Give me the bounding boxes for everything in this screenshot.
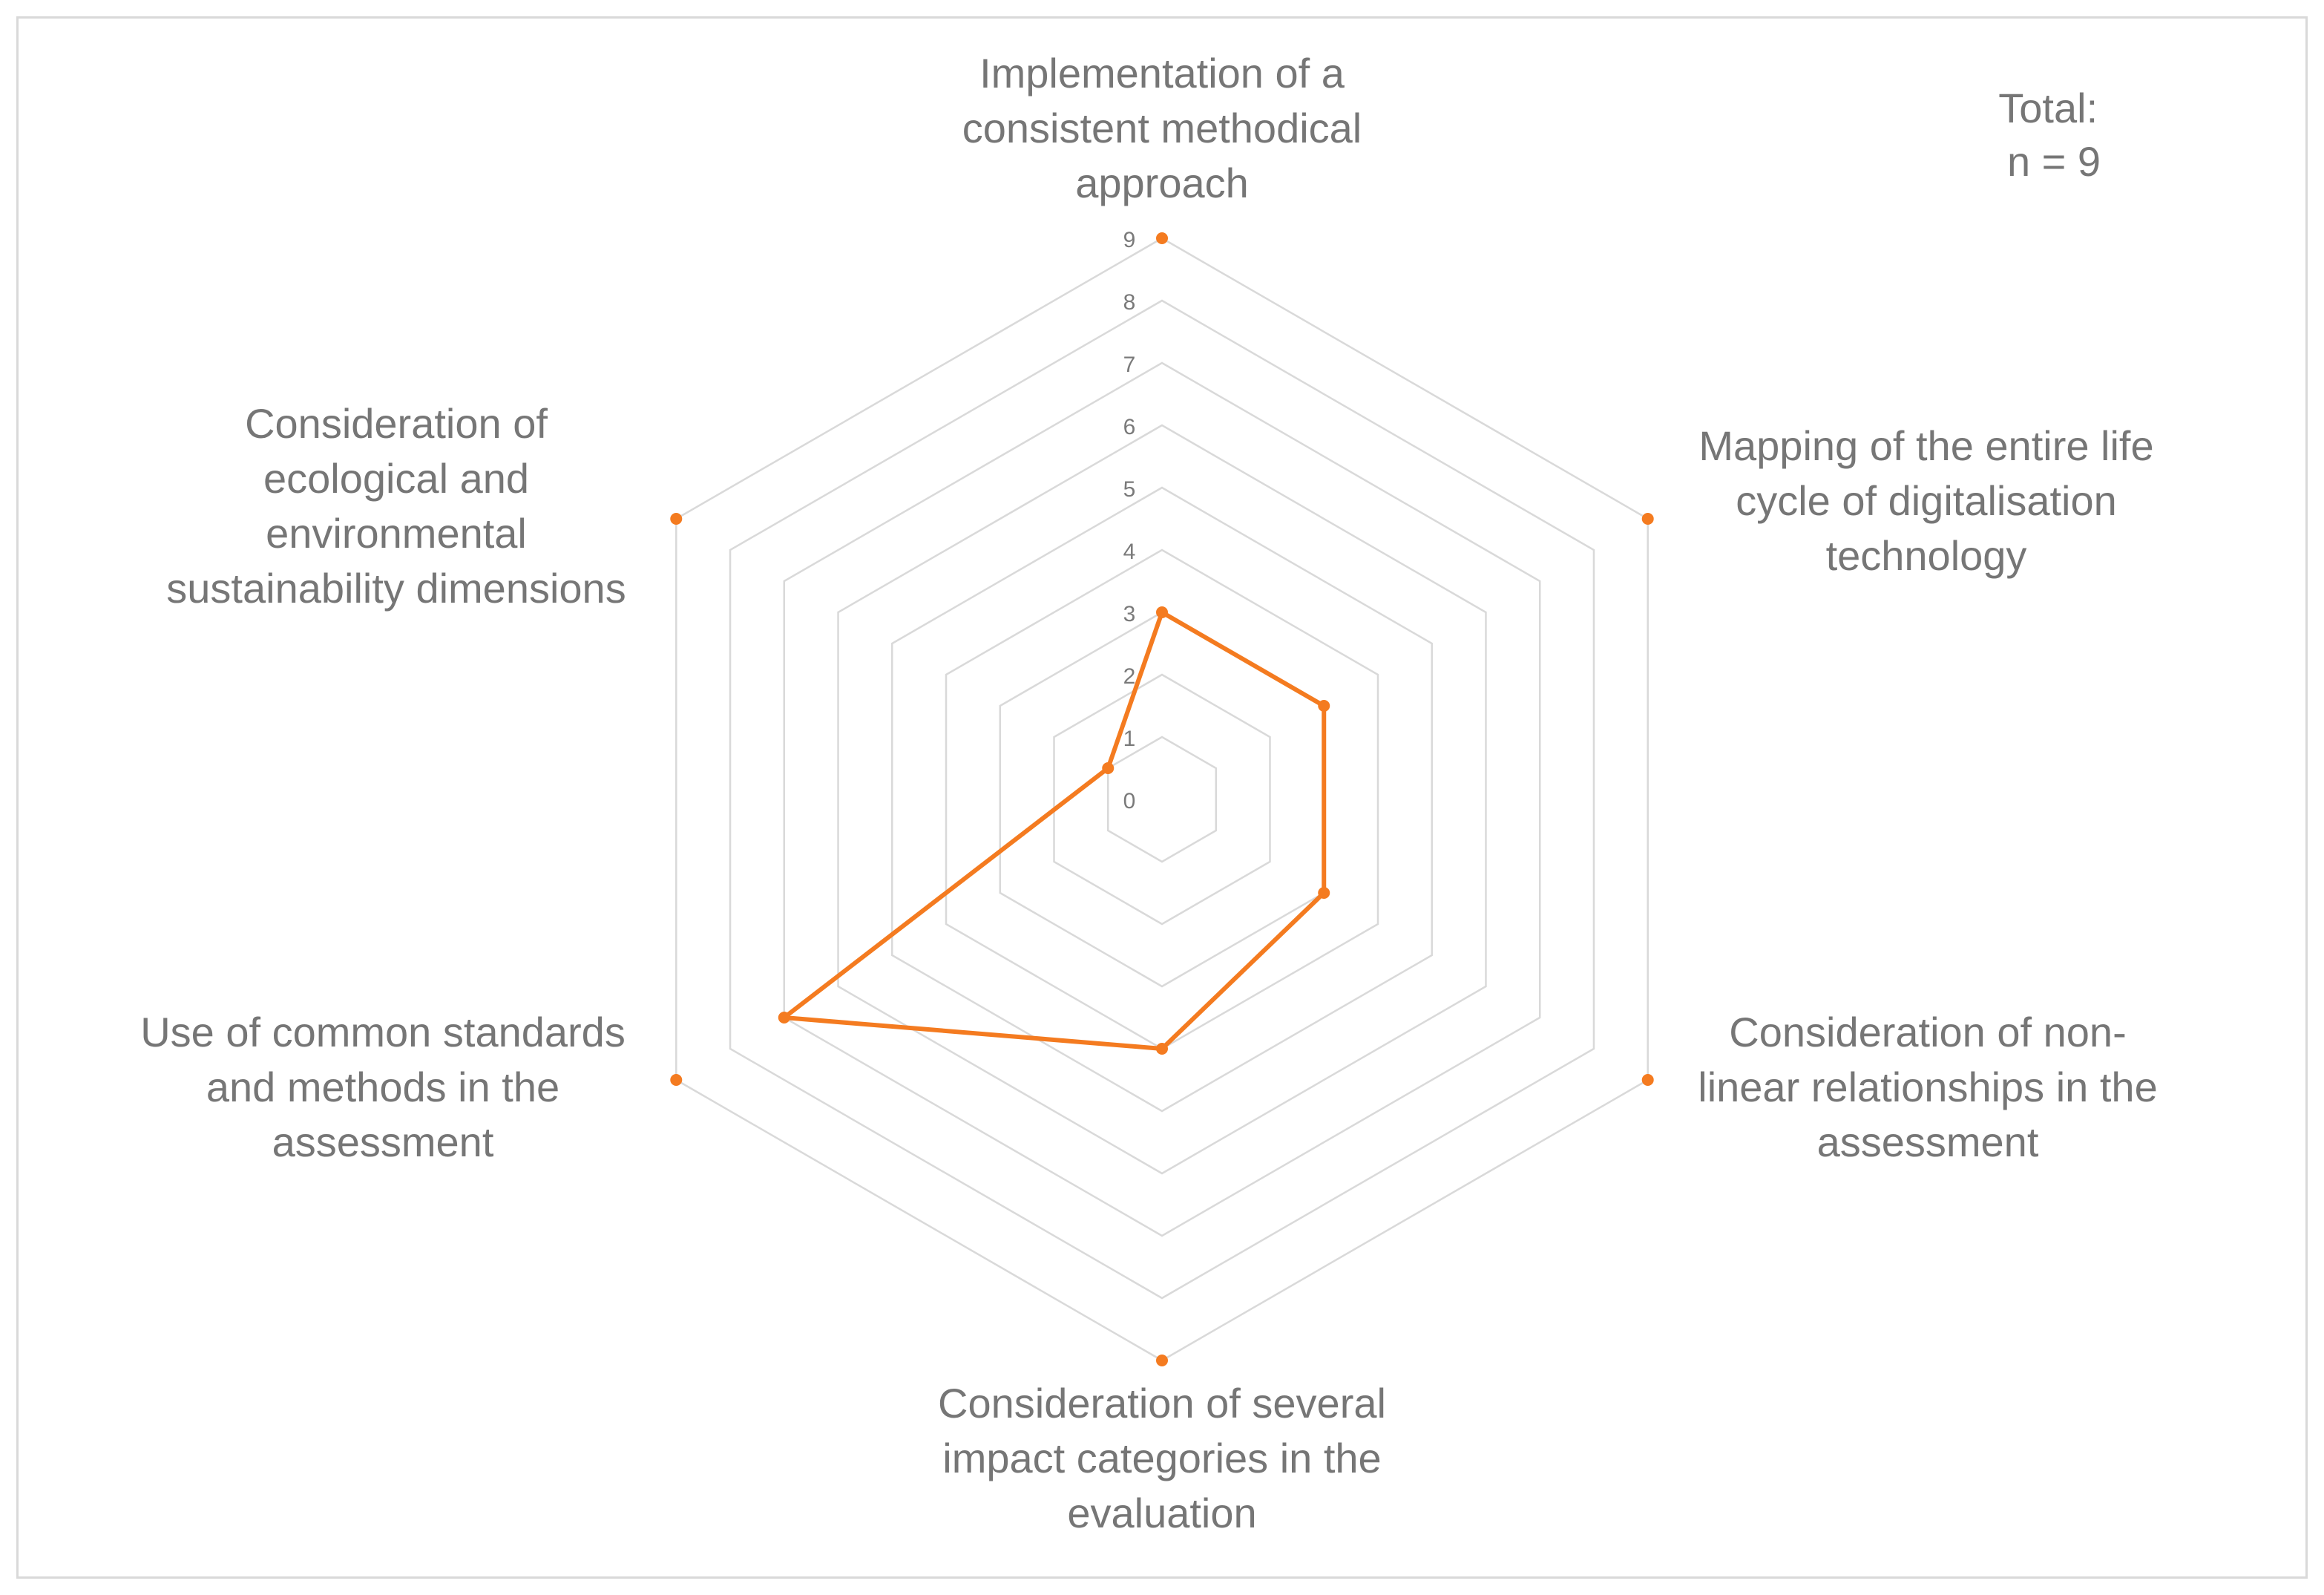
axis-end-marker	[1641, 1074, 1654, 1086]
category-label-line: cycle of digitalisation	[1736, 477, 2117, 524]
category-label-line: consistent methodical	[962, 105, 1362, 151]
category-label: Use of common standards and methods in th…	[140, 1009, 626, 1165]
grid-ring	[999, 611, 1325, 988]
axis-end-marker	[1156, 232, 1168, 244]
category-label-line: ecological and	[263, 455, 529, 502]
axis-end-marker	[1156, 1355, 1168, 1366]
data-point	[1156, 606, 1168, 618]
category-label: Implementation of a consistent methodical…	[962, 50, 1362, 206]
grid-ring	[729, 299, 1595, 1300]
category-label-line: assessment	[272, 1119, 494, 1165]
data-point	[1318, 887, 1330, 899]
data-point	[1102, 762, 1115, 774]
category-label-line: technology	[1826, 532, 2027, 579]
tick-label: 3	[1123, 602, 1136, 626]
category-label-line: and methods in the	[206, 1064, 559, 1110]
category-label-line: Consideration of non-	[1729, 1009, 2126, 1055]
category-label: Consideration of several impact categorie…	[938, 1380, 1386, 1536]
tick-label: 9	[1123, 228, 1136, 252]
tick-label: 2	[1123, 664, 1136, 689]
grid-ring	[945, 548, 1379, 1050]
category-label-line: linear relationships in the	[1698, 1064, 2157, 1110]
tick-label: 6	[1123, 415, 1136, 439]
data-point	[778, 1012, 790, 1024]
grid-layer	[675, 237, 1649, 1362]
tick-label: 1	[1123, 727, 1136, 751]
tick-label: 7	[1123, 353, 1136, 377]
axis-end-marker	[670, 513, 683, 525]
category-label-line: Consideration of several	[938, 1380, 1386, 1427]
grid-ring	[1053, 673, 1271, 926]
axis-end-marker	[670, 1074, 683, 1086]
category-label-line: Consideration of	[245, 400, 548, 447]
tick-label: 8	[1123, 290, 1136, 315]
tick-label: 5	[1123, 477, 1136, 502]
tick-layer: 0 1 2 3 4 5 6 7 8 9	[1123, 228, 1136, 813]
grid-ring	[675, 237, 1649, 1362]
grid-ring	[783, 361, 1541, 1237]
category-label-line: sustainability dimensions	[166, 565, 626, 612]
category-label-line: environmental	[266, 510, 527, 557]
data-point	[1156, 1043, 1168, 1055]
data-point	[1318, 700, 1330, 712]
marker-layer	[670, 232, 1654, 1366]
label-layer: Implementation of a consistent methodical…	[140, 50, 2158, 1536]
category-label-line: Implementation of a	[979, 50, 1345, 96]
category-label: Consideration of ecological and environmen…	[166, 400, 626, 612]
annotation-line: Total:	[1998, 85, 2098, 131]
tick-label: 0	[1123, 789, 1136, 813]
annotation-line: n = 9	[2007, 138, 2101, 185]
category-label-line: impact categories in the	[942, 1435, 1381, 1481]
category-label-line: Use of common standards	[140, 1009, 626, 1055]
grid-ring	[837, 424, 1487, 1175]
category-label: Consideration of non-linear relationship…	[1698, 1009, 2157, 1165]
category-label: Mapping of the entire life cycle of digit…	[1698, 422, 2153, 579]
category-label-line: Mapping of the entire life	[1698, 422, 2153, 469]
category-label-line: approach	[1075, 160, 1249, 206]
category-label-line: evaluation	[1067, 1490, 1256, 1536]
grid-ring	[891, 486, 1433, 1113]
chart-frame	[16, 16, 2308, 1579]
axis-end-marker	[1641, 513, 1654, 525]
category-label-line: assessment	[1817, 1119, 2039, 1165]
total-annotation: Total: n = 9	[1998, 85, 2109, 185]
tick-label: 4	[1123, 540, 1136, 564]
